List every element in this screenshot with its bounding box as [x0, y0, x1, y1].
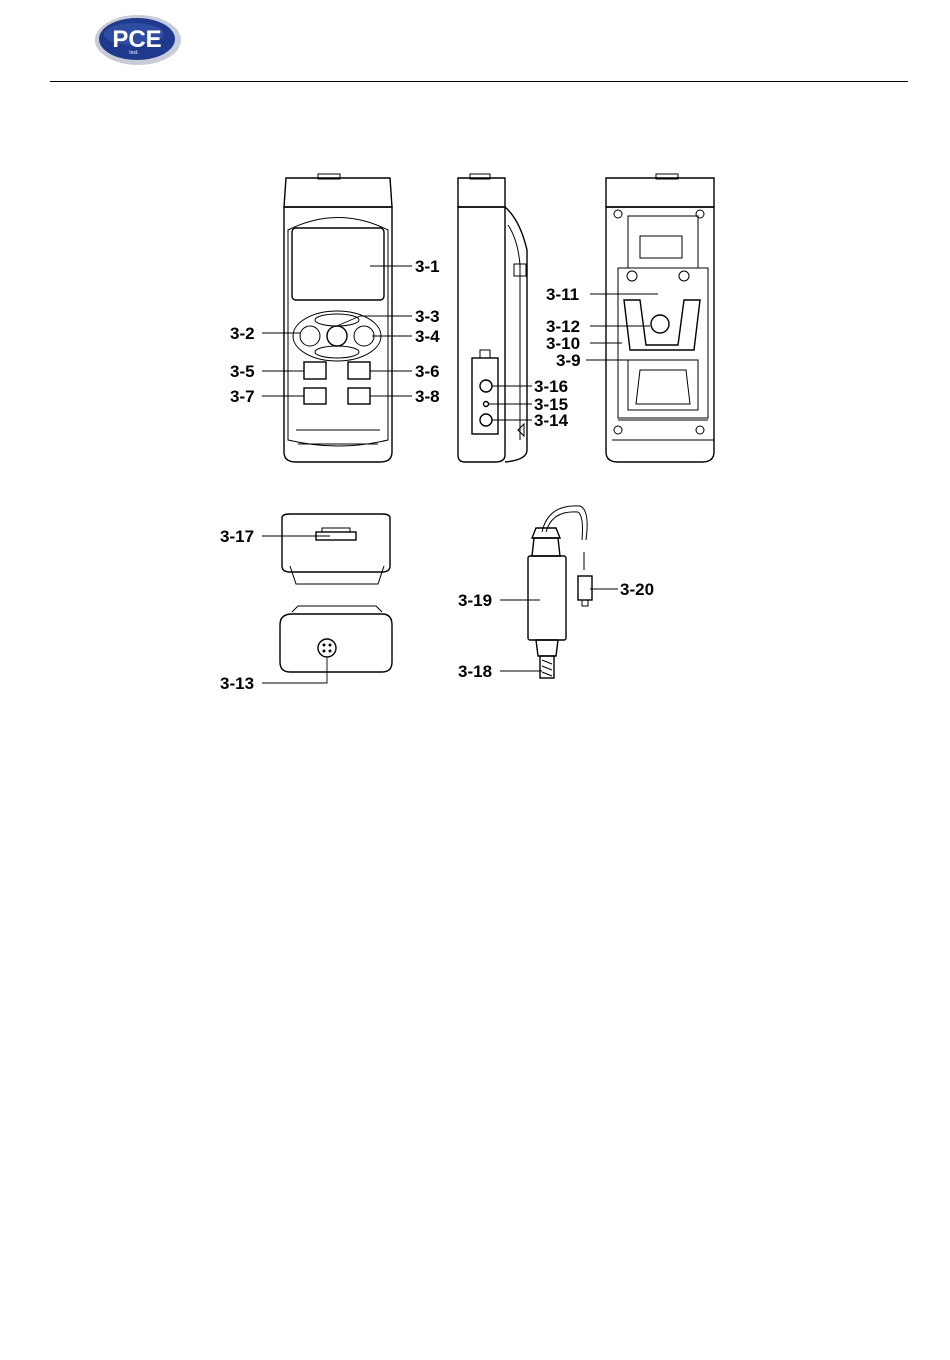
label-3-6: 3-6	[415, 362, 440, 381]
label-3-17: 3-17	[220, 527, 254, 546]
label-3-9: 3-9	[556, 351, 581, 370]
probe-leaders	[500, 589, 618, 671]
label-3-19: 3-19	[458, 591, 492, 610]
label-3-5: 3-5	[230, 362, 255, 381]
probe	[528, 506, 592, 678]
label-3-20: 3-20	[620, 580, 654, 599]
bottom-view	[280, 606, 392, 672]
label-3-2: 3-2	[230, 324, 255, 343]
label-3-4: 3-4	[415, 327, 440, 346]
top-view	[282, 514, 390, 584]
label-3-13: 3-13	[220, 674, 254, 693]
label-3-7: 3-7	[230, 387, 255, 406]
label-3-3: 3-3	[415, 307, 440, 326]
back-view	[606, 174, 714, 462]
label-3-18: 3-18	[458, 662, 492, 681]
label-3-16: 3-16	[534, 377, 568, 396]
label-3-1: 3-1	[415, 257, 440, 276]
side-view	[458, 174, 527, 462]
side-view-leaders	[489, 386, 532, 420]
label-3-12: 3-12	[546, 317, 580, 336]
label-3-10: 3-10	[546, 334, 580, 353]
bottom-view-leaders	[262, 658, 327, 683]
front-view	[284, 174, 392, 462]
label-3-11: 3-11	[546, 285, 579, 304]
label-3-8: 3-8	[415, 387, 440, 406]
label-3-15: 3-15	[534, 395, 568, 414]
